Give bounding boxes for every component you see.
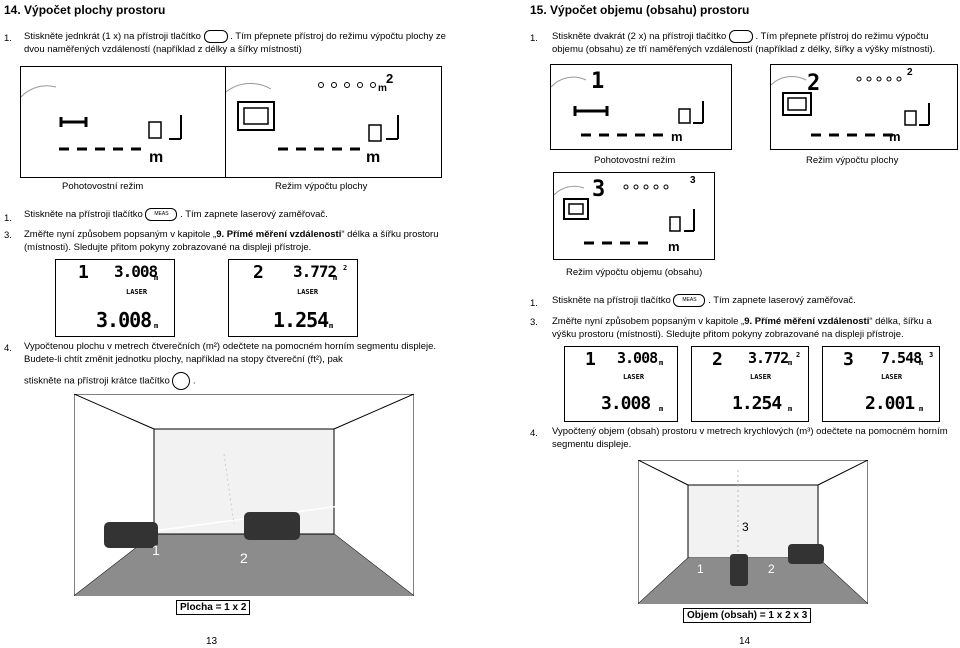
left-caption-area: Režim výpočtu plochy [275,181,368,192]
right-step2-number: 1. [530,298,538,309]
left-step4-continued: stiskněte na přístroji krátce tlačítko . [24,372,196,390]
left-step1-text: Stiskněte jednkrát (1 x) na přístroji tl… [24,30,446,56]
left-step2-text: Stiskněte na přístroji tlačítko MEAS . T… [24,208,328,221]
right-step2-text: Stiskněte na přístroji tlačítko MEAS . T… [552,294,856,307]
right-step1-text: Stiskněte dvakrát (2 x) na přístroji tla… [552,30,936,56]
left-panel-standby-unit: m [149,149,164,166]
right-panel-area-sup: 2 [907,67,913,78]
left-step2-number: 1. [4,213,12,224]
left-page-number: 13 [206,636,218,647]
left-room-illustration [74,394,414,596]
meas-key-icon-right: MEAS [673,294,706,307]
left-step4-number: 4. [4,343,12,354]
right-step1-number: 1. [530,33,538,44]
right-caption-standby: Pohotovostní režim [594,155,676,166]
right-room-mark-1: 1 [697,562,704,576]
standby-display-drawing [20,85,182,151]
right-step4-number: 4. [530,428,538,439]
meas-key-icon: MEAS [145,208,178,221]
left-panel-standby: m [20,66,227,178]
left-panel-area-top-unit: m [378,83,387,94]
right-area-drawing [770,76,930,137]
left-step4-text: Vypočtenou plochu v metrech čtverečních … [24,341,437,365]
left-panel-area-unit: m [366,149,381,166]
right-panel-standby: 1 m [550,64,732,150]
right-room-illustration [638,460,868,604]
right-lcd-3: 3 7.548 m 3 LASER 2.001 m [822,346,940,422]
right-panel-area-unit: m [889,129,901,144]
left-room-mark-1: 1 [152,542,160,558]
right-panel-volume-idx: 3 [592,177,606,202]
left-formula: Plocha = 1 x 2 [176,600,251,615]
right-panel-standby-unit: m [671,129,683,144]
right-lcd-2: 2 3.772 m 2 LASER 1.254 m [691,346,809,422]
right-lcd-1: 1 3.008 m LASER 3.008 m [564,346,678,422]
area-display-drawing [225,82,399,151]
left-step3-text: Změřte nyní způsobem popsaným v kapitole… [24,229,439,253]
mode-key-icon [203,30,228,43]
right-room-mark-3: 3 [742,520,749,534]
unit-key-icon [172,372,191,390]
left-step1-number: 1. [4,33,12,44]
right-caption-area: Režim výpočtu plochy [806,155,899,166]
right-panel-volume-unit: m [668,239,680,254]
right-room-mark-2: 2 [768,562,775,576]
left-lcd-2: 2 3.772 m 2 LASER 1.254 m [228,259,358,337]
left-step3-number: 3. [4,230,12,241]
right-panel-volume: 3 3 m [553,172,715,260]
left-panel-area: m m 2 [225,66,442,178]
left-room-mark-2: 2 [240,550,248,566]
right-caption-volume: Režim výpočtu objemu (obsahu) [566,267,703,278]
right-panel-volume-sup: 3 [690,175,696,186]
right-step3-text: Změřte nyní způsobem popsaným v kapitole… [552,316,932,340]
right-panel-area-idx: 2 [807,71,821,96]
right-step4-text: Vypočtený objem (obsah) prostoru v metre… [552,426,948,450]
mode-key-icon-right [728,30,753,43]
right-step3-number: 3. [530,317,538,328]
right-panel-standby-idx: 1 [591,69,605,94]
right-heading: 15. Výpočet objemu (obsahu) prostoru [530,3,750,17]
left-heading: 14. Výpočet plochy prostoru [4,3,166,17]
right-standby-drawing [550,76,704,137]
right-volume-drawing [553,184,695,245]
left-caption-standby: Pohotovostní režim [62,181,144,192]
right-panel-area: 2 2 m [770,64,958,150]
right-page-number: 14 [739,636,751,647]
right-formula: Objem (obsah) = 1 x 2 x 3 [683,608,812,623]
left-panel-area-sup: 2 [386,71,394,86]
left-lcd-1: 1 3.008 m LASER 3.008 m [55,259,175,337]
